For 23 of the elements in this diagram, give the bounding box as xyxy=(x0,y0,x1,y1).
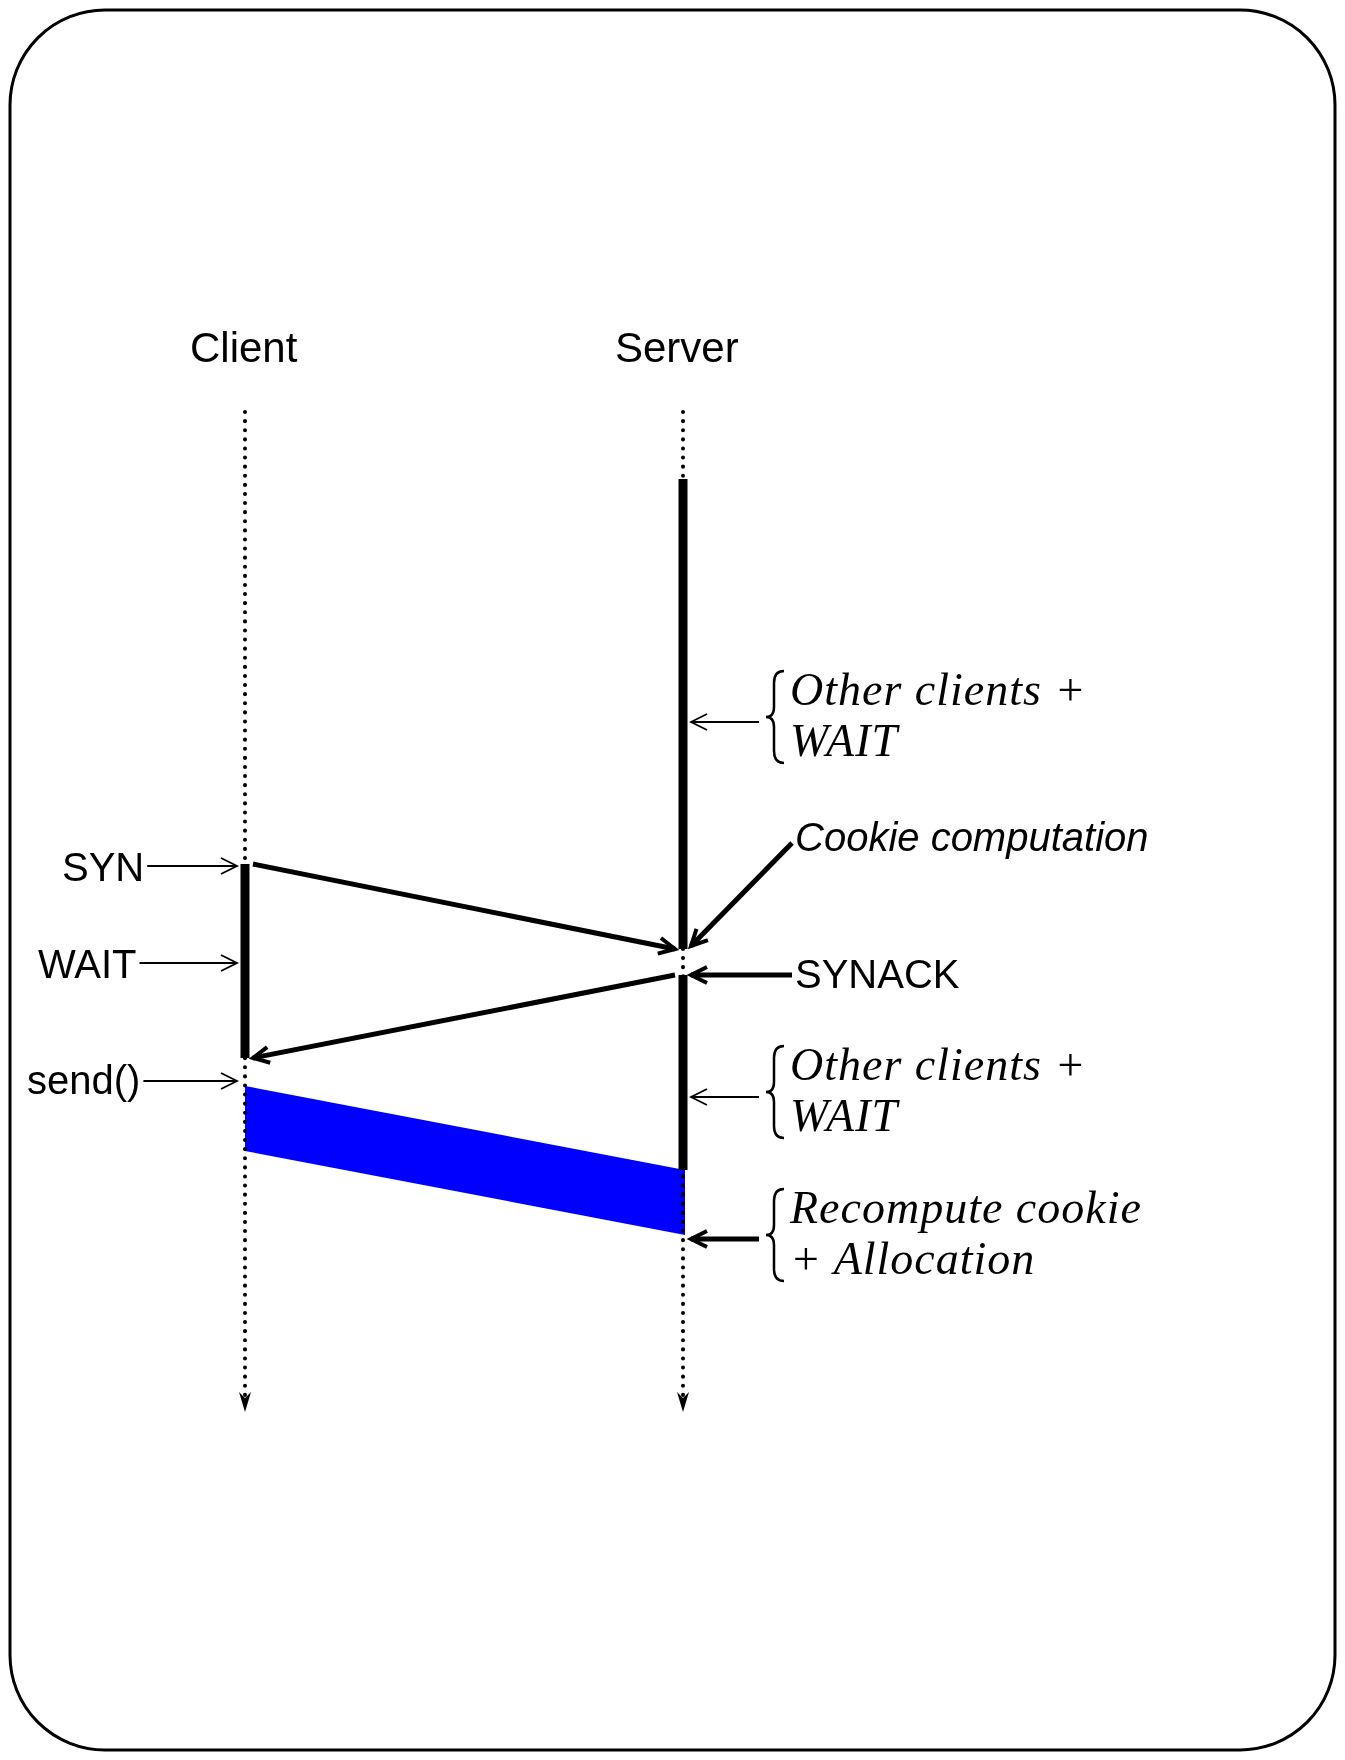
leader-arrow xyxy=(689,965,792,985)
message-label: SYN xyxy=(62,845,145,889)
lifeline xyxy=(237,410,253,1412)
leader-arrow xyxy=(138,954,238,972)
annotation-text: Cookie computation xyxy=(795,815,1149,859)
annotation-text: Recompute cookie + Allocation xyxy=(790,1183,1143,1285)
message-label: SYNACK xyxy=(795,952,960,996)
lifeline xyxy=(675,410,691,1412)
message-arrow xyxy=(251,972,676,1065)
annotation-text: Other clients + WAIT xyxy=(790,1040,1088,1142)
leader-arrow xyxy=(690,713,760,731)
leader-arrow xyxy=(689,1229,759,1249)
leader-arrow xyxy=(142,1072,238,1090)
lifeline-label: Client xyxy=(190,325,298,372)
data-transfer-band xyxy=(245,1086,685,1235)
lifeline-label: Server xyxy=(615,325,739,372)
message-label: WAIT xyxy=(38,942,137,986)
leader-arrow xyxy=(689,841,794,948)
annotation-text: Other clients + WAIT xyxy=(790,665,1088,767)
message-arrow xyxy=(252,861,677,956)
leader-arrow xyxy=(690,1088,760,1106)
leader-arrow xyxy=(146,857,238,875)
message-label: send() xyxy=(27,1058,141,1102)
